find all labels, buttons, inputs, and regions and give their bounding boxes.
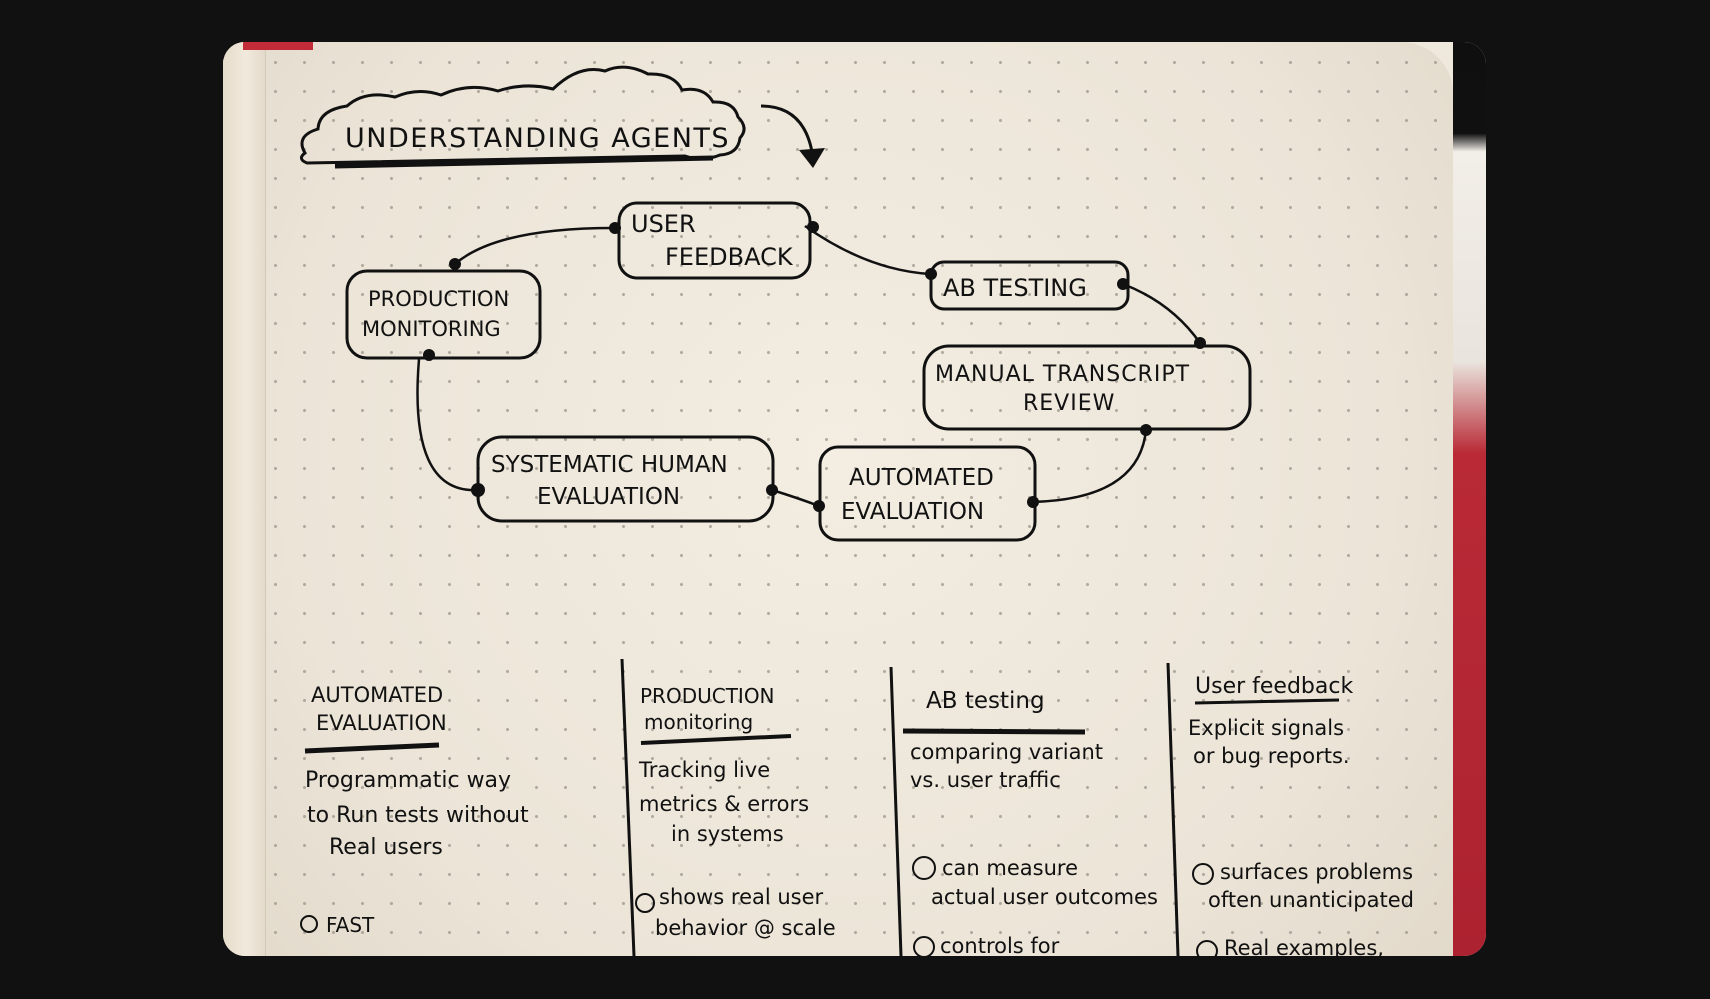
- plus-icon: [912, 856, 936, 880]
- col3-heading-1: AB testing: [926, 688, 1045, 714]
- node-manual-review-label-2: REVIEW: [1023, 391, 1115, 416]
- col1-body-3: Real users: [329, 835, 443, 860]
- col3-body-1: comparing variant: [910, 740, 1103, 764]
- page-title: UNDERSTANDING AGENTS: [345, 123, 730, 154]
- page-edge: [1453, 42, 1486, 956]
- col3-body-2: vs. user traffic: [910, 768, 1061, 792]
- col1-body-1: Programmatic way: [305, 768, 511, 793]
- plus-icon: [635, 893, 655, 913]
- node-user-feedback-label-1: USER: [631, 210, 696, 238]
- connector-dots: [423, 221, 1206, 512]
- title-cloud: [300, 65, 746, 165]
- node-manual-review-label-1: MANUAL TRANSCRIPT: [935, 362, 1190, 387]
- col3-pro-1: can measure: [942, 856, 1078, 880]
- node-manual-review: [922, 344, 1252, 431]
- col2-body-2: metrics & errors: [639, 792, 809, 816]
- node-systematic-human-evaluation: [476, 435, 775, 523]
- connector-systematic-production: [416, 358, 479, 492]
- connector-production-feedback: [454, 226, 621, 265]
- node-systematic-human-label-2: EVALUATION: [537, 484, 680, 510]
- col4-body-1: Explicit signals: [1188, 716, 1344, 740]
- col2-body-3: in systems: [671, 822, 784, 846]
- col1-heading-2: EVALUATION: [316, 711, 447, 735]
- photo-frame: UNDERSTANDING AGENTS USER FEEDBACK AB TE…: [223, 42, 1486, 956]
- col1-body-2: to Run tests without: [307, 803, 529, 828]
- sketch: UNDERSTANDING AGENTS USER FEEDBACK AB TE…: [300, 65, 1414, 956]
- notebook-spine: [223, 42, 266, 956]
- node-automated-eval-label-2: EVALUATION: [841, 499, 984, 525]
- connector-automated-systematic: [771, 488, 820, 508]
- node-user-feedback: [617, 201, 812, 280]
- col1-pro-1: FAST: [326, 913, 375, 937]
- col3-underline: [902, 728, 1086, 735]
- col1-underline: [304, 742, 440, 754]
- col3-pro-3: controls for: [940, 934, 1060, 956]
- col4-body-2: or bug reports.: [1193, 744, 1350, 768]
- node-ab-testing-label: AB TESTING: [943, 274, 1087, 302]
- plus-icon: [1192, 863, 1214, 885]
- col2-underline: [640, 734, 792, 745]
- plus-icon: [300, 915, 318, 933]
- title-underline: [334, 155, 714, 169]
- arrow-head-icon: [799, 148, 825, 168]
- notebook-page: [223, 42, 1453, 956]
- connector-ab-manual: [1122, 282, 1202, 344]
- col1-heading-1: AUTOMATED: [311, 683, 443, 707]
- dot-grid: [223, 42, 1453, 956]
- col2-heading-2: monitoring: [644, 710, 753, 734]
- node-systematic-human-label-1: SYSTEMATIC HUMAN: [491, 452, 728, 478]
- column-divider-2: [889, 666, 903, 956]
- node-production-monitoring-label-2: MONITORING: [362, 317, 501, 341]
- node-production-monitoring: [345, 269, 542, 360]
- curved-arrow-icon: [760, 104, 815, 159]
- node-user-feedback-label-2: FEEDBACK: [665, 243, 794, 271]
- col3-pro-2: actual user outcomes: [931, 885, 1158, 909]
- bookmark-tab: [243, 42, 313, 50]
- plus-icon: [1196, 940, 1218, 956]
- col4-underline: [1194, 698, 1340, 705]
- node-production-monitoring-label-1: PRODUCTION: [368, 287, 509, 311]
- col4-pro-3: Real examples,: [1224, 936, 1384, 956]
- col2-pro-1: shows real user: [659, 885, 824, 909]
- connector-manual-automated: [1032, 429, 1148, 504]
- column-divider-1: [620, 658, 636, 956]
- connector-feedback-ab: [804, 224, 931, 276]
- col2-heading-1: PRODUCTION: [640, 684, 775, 708]
- node-automated-evaluation: [818, 445, 1037, 542]
- column-divider-3: [1166, 662, 1180, 956]
- node-automated-eval-label-1: AUTOMATED: [849, 465, 994, 491]
- col2-pro-2: behavior @ scale: [655, 916, 836, 940]
- col4-heading-1: User feedback: [1195, 674, 1353, 699]
- col2-body-1: Tracking live: [638, 758, 770, 782]
- col4-pro-1: surfaces problems: [1220, 860, 1413, 884]
- plus-icon: [913, 936, 935, 956]
- col4-pro-2: often unanticipated: [1208, 888, 1414, 912]
